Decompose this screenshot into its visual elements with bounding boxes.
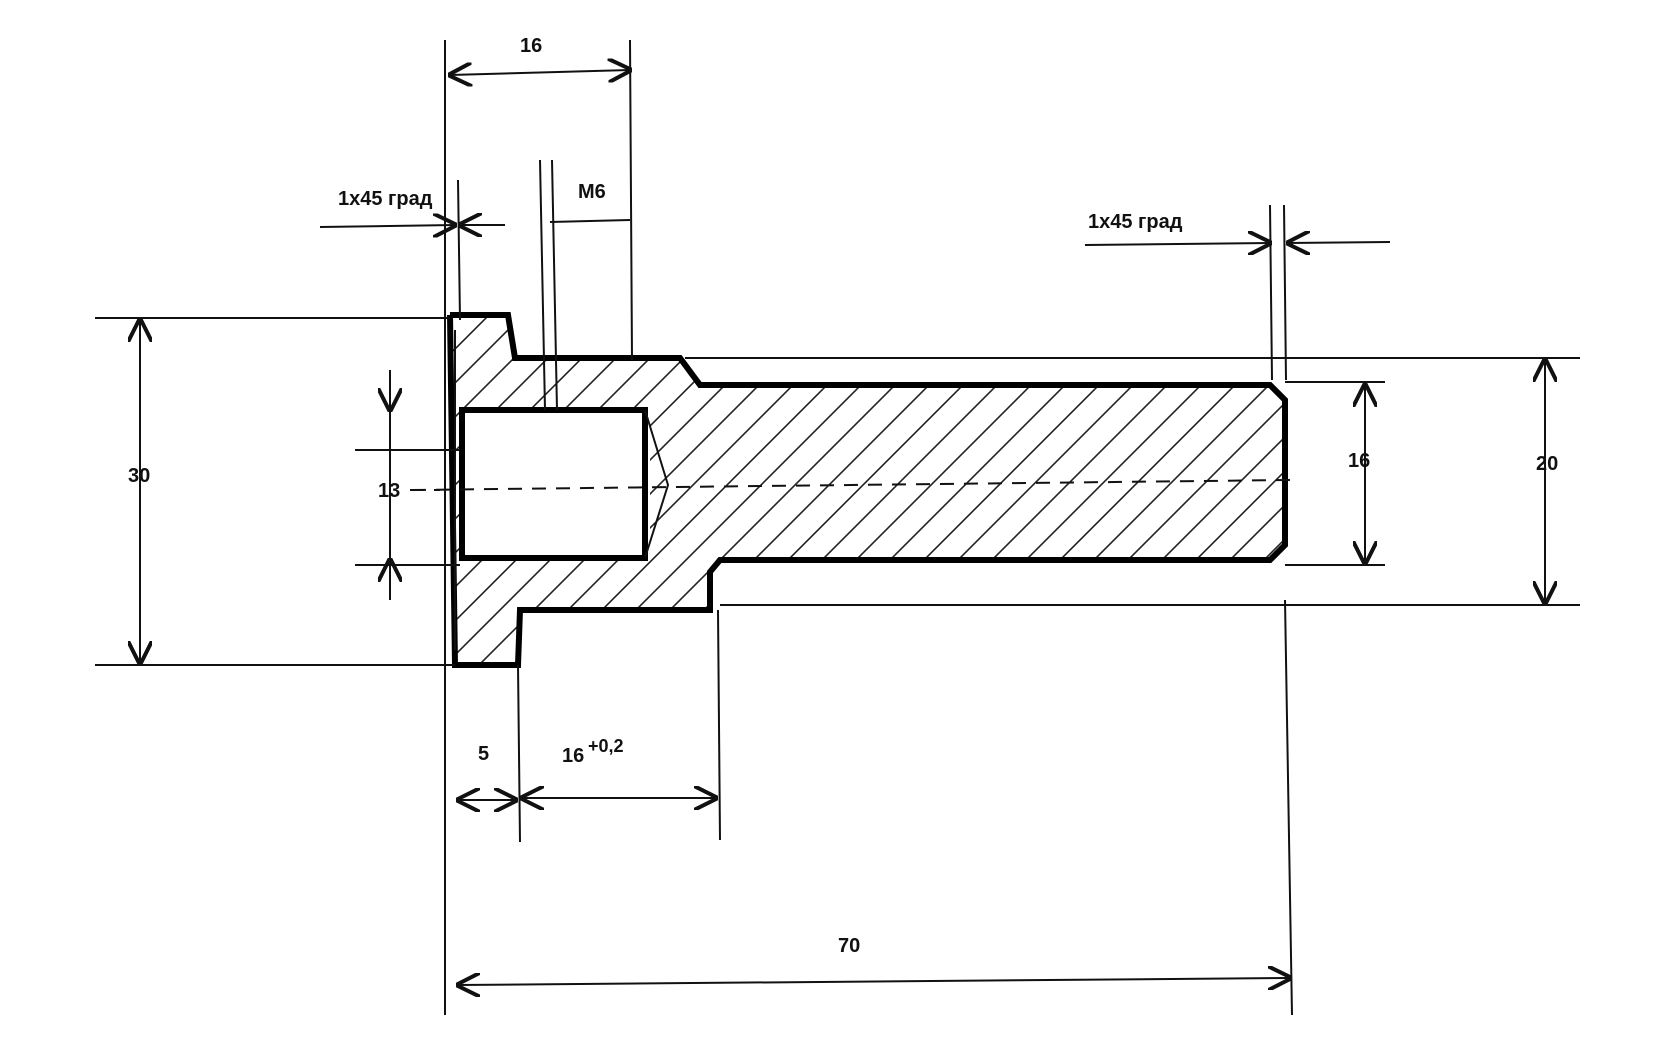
dimension-30: 30: [128, 465, 150, 487]
thread-m6-label: M6: [578, 181, 606, 203]
hatch-line: [885, 315, 1285, 665]
dimension-70: 70: [838, 935, 860, 957]
section-hatching: [0, 300, 1679, 700]
hatch-line: [450, 315, 607, 665]
hatch-line: [953, 315, 1285, 665]
hatch-line: [1328, 300, 1679, 700]
dimension-20: 20: [1536, 453, 1558, 475]
dimension-lines: [140, 70, 1545, 985]
hatch-line: [450, 315, 471, 665]
hatch-line: [919, 315, 1285, 665]
chamfer-label-left: 1x45 град: [338, 188, 433, 210]
dimension-16-base: 16: [562, 745, 584, 767]
hatch-line: [1430, 300, 1679, 700]
hatch-line: [715, 315, 1117, 665]
hatch-line: [817, 315, 1219, 665]
hatch-line: [0, 300, 368, 700]
hatch-line: [1294, 300, 1679, 700]
hatch-line: [450, 315, 573, 665]
hatch-line: [783, 315, 1185, 665]
hatch-line: [1021, 315, 1285, 665]
hatch-line: [450, 315, 641, 665]
hatch-line: [2, 300, 402, 700]
dimension-5: 5: [478, 743, 489, 765]
hatch-line: [1396, 300, 1679, 700]
hatch-line: [0, 300, 300, 700]
hatch-line: [1055, 315, 1285, 665]
hatch-line: [987, 315, 1285, 665]
hatch-line: [1668, 300, 1679, 700]
hatch-line: [0, 300, 334, 700]
hatch-line: [851, 315, 1253, 665]
hatch-line: [681, 315, 1083, 665]
part-outline: [447, 312, 1288, 668]
hatch-line: [1191, 315, 1285, 665]
hatch-line: [450, 315, 539, 665]
hatch-line: [1600, 300, 1679, 700]
hatch-line: [749, 315, 1151, 665]
extension-lines: [95, 39, 1580, 1016]
dimension-16-tolerance: +0,2: [588, 736, 624, 756]
hatch-line: [1464, 300, 1679, 700]
center-line: [411, 479, 1291, 491]
chamfer-label-right: 1x45 град: [1088, 211, 1183, 233]
hatch-line: [1498, 300, 1679, 700]
hatch-line: [1259, 315, 1285, 665]
hatch-line: [1634, 300, 1679, 700]
hatch-line: [1089, 315, 1285, 665]
hatch-line: [36, 300, 436, 700]
hatch-line: [647, 315, 1049, 665]
dimension-16-top: 16: [520, 35, 542, 57]
hatch-line: [1123, 315, 1285, 665]
dimension-13: 13: [378, 480, 400, 502]
hatch-line: [1566, 300, 1679, 700]
dimension-16-right: 16: [1348, 450, 1370, 472]
hatch-line: [1532, 300, 1679, 700]
hatch-line: [1157, 315, 1285, 665]
hatch-line: [1362, 300, 1679, 700]
